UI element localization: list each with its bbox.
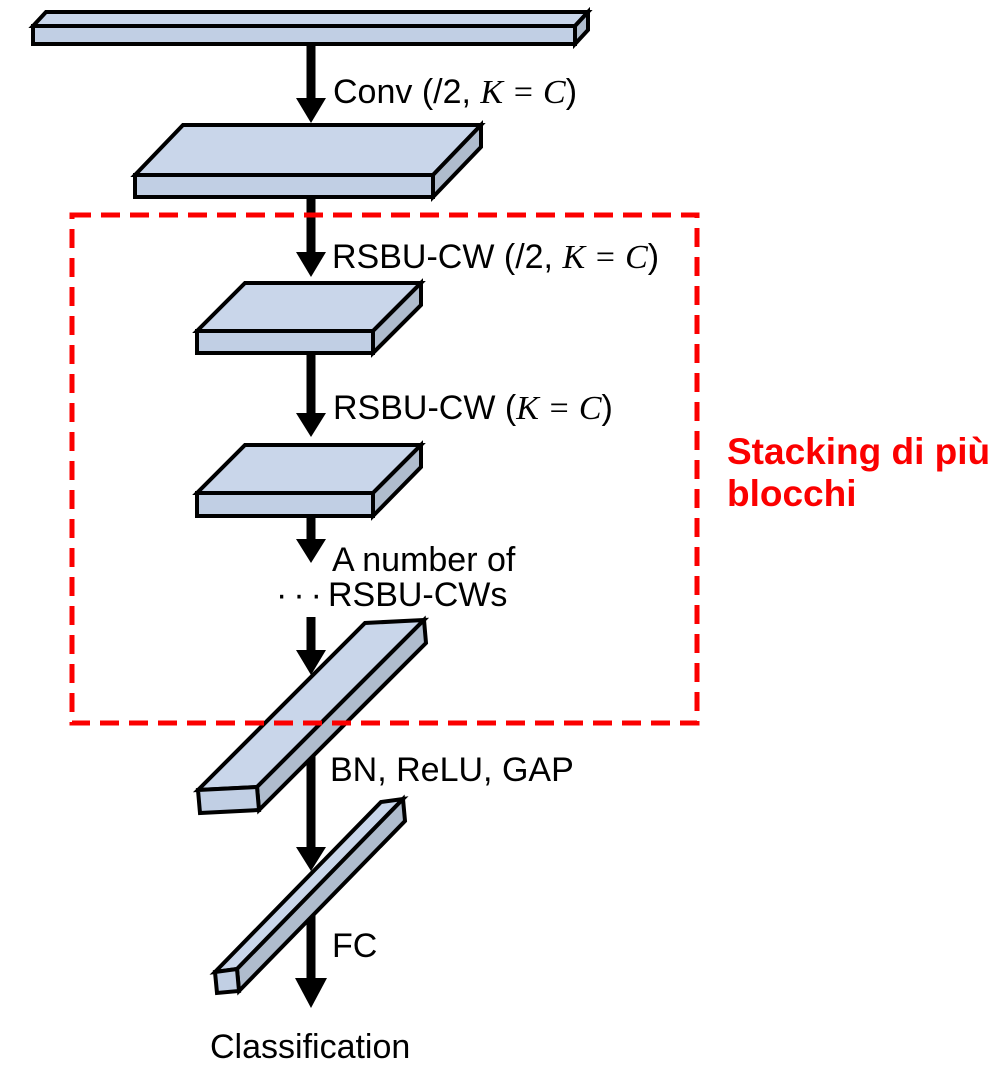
rsbu-half-label-math: K = C — [561, 239, 648, 276]
arrow-head — [295, 978, 327, 1008]
fc-label: FC — [332, 927, 377, 965]
arrow-head — [296, 98, 326, 123]
bn-relu-gap-arrow — [296, 750, 326, 871]
conv-label-prefix: Conv (/2, — [333, 73, 480, 111]
rsbu-flow-arrow — [296, 353, 326, 437]
conv-label: Conv (/2, K = C) — [333, 73, 577, 111]
rsbu-layer-1 — [192, 278, 426, 358]
slab-top-face — [28, 10, 593, 28]
number-of-label-line2: ···RSBU-CWs — [276, 576, 507, 614]
number-of-label-line1: A number of — [332, 541, 516, 579]
rsbu-label-math: K = C — [515, 390, 602, 427]
layer-front-face — [133, 173, 435, 199]
bar-end-face — [195, 784, 262, 816]
rsbu-half-label-suffix: ) — [648, 238, 659, 276]
layer-top-face — [130, 123, 486, 177]
stacking-region-box — [69, 212, 700, 726]
fc-output-vector — [209, 794, 409, 996]
layer-front-face — [195, 329, 375, 355]
rsbu-label-prefix: RSBU-CW ( — [333, 389, 517, 427]
slab-front-face — [31, 24, 577, 46]
arrow-head — [296, 847, 326, 871]
ellipsis-dots: ··· — [276, 576, 328, 614]
rsbu-half-label-prefix: RSBU-CW (/2, — [332, 238, 562, 276]
rsbu-cws-text: RSBU-CWs — [328, 576, 507, 614]
rod-end-face — [212, 966, 242, 996]
bn-relu-gap-label: BN, ReLU, GAP — [330, 751, 574, 789]
arrow-head — [296, 413, 326, 437]
stacking-callout-line1: Stacking di più — [727, 431, 990, 472]
rod-side-face — [234, 794, 408, 996]
input-layer-slab — [28, 6, 593, 50]
rsbu-label-suffix: ) — [602, 389, 613, 427]
layer-side-face — [371, 440, 423, 521]
rsbu-layer-2 — [192, 440, 426, 521]
rsbu-label: RSBU-CW (K = C) — [333, 389, 613, 427]
arrow-head — [296, 252, 326, 277]
classification-label: Classification — [210, 1028, 410, 1066]
conv-output-layer — [130, 120, 486, 202]
arrow-head — [296, 650, 326, 675]
conv-label-suffix: ) — [566, 73, 577, 111]
number-of-rsbu-arrow — [296, 516, 326, 563]
feature-vector-bar — [192, 615, 430, 816]
conv-label-math: K = C — [479, 74, 566, 111]
rsbu-half-label: RSBU-CW (/2, K = C) — [332, 238, 659, 276]
slab-end-face — [573, 6, 590, 50]
conv-flow-arrow — [296, 44, 326, 123]
stacking-callout-line2: blocchi — [727, 473, 857, 514]
to-feature-bar-arrow — [296, 617, 326, 675]
layer-side-face — [431, 120, 483, 202]
rsbu-half-flow-arrow — [296, 197, 326, 277]
layer-side-face — [371, 278, 423, 358]
layer-front-face — [195, 491, 375, 518]
arrow-head — [296, 539, 326, 563]
